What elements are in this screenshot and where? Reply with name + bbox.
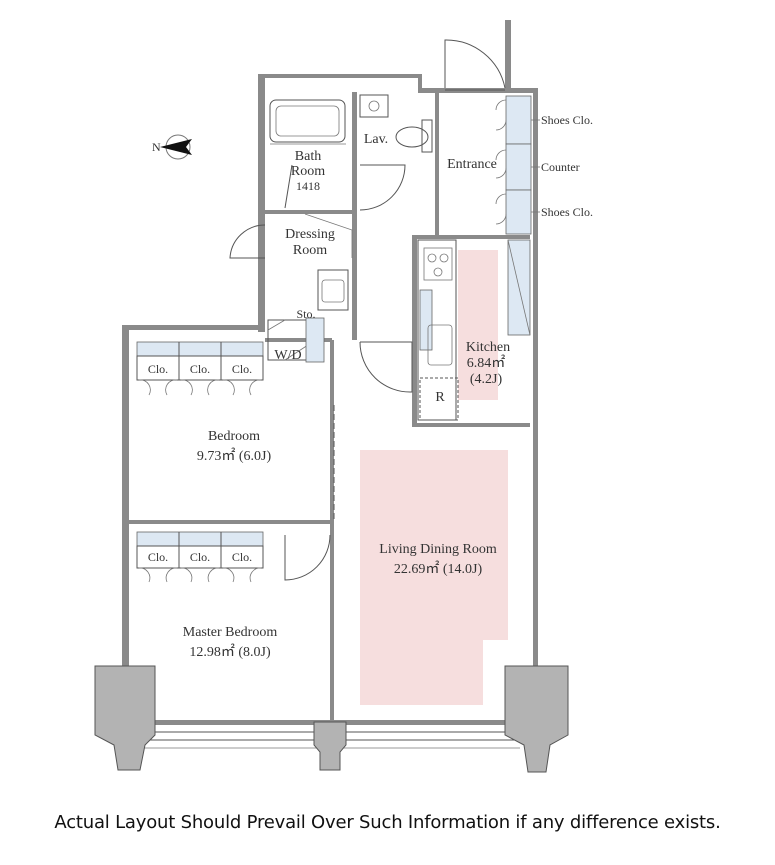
master-closets <box>136 531 264 583</box>
bath-label-1: Bath <box>295 149 321 164</box>
bedroom-area: 9.73㎡ (6.0J) <box>197 448 272 464</box>
kitchen-counter <box>417 239 531 421</box>
ldk-name: Living Dining Room <box>379 542 497 557</box>
kitchen-floor <box>458 250 498 400</box>
north-compass-icon: N <box>152 134 192 160</box>
bedroom-closets <box>136 341 264 396</box>
toilet <box>395 119 433 153</box>
lav-door <box>359 164 406 211</box>
master-door <box>284 534 331 581</box>
master-closet-label: Clo. <box>232 550 252 564</box>
sto-label: Sto. <box>296 307 315 321</box>
wash-basin <box>359 94 389 118</box>
dressing-sink <box>317 269 349 311</box>
master-area: 12.98㎡ (8.0J) <box>189 644 271 660</box>
shoes-closet-bottom-label: Shoes Clo. <box>541 205 593 219</box>
master-closet-label: Clo. <box>190 550 210 564</box>
dressing-label-2: Room <box>293 243 327 258</box>
bedroom-closet-label: Clo. <box>190 362 210 376</box>
bath-door <box>284 164 293 209</box>
disclaimer-text: Actual Layout Should Prevail Over Such I… <box>54 812 721 833</box>
refrigerator-label: R <box>435 390 445 405</box>
entrance-door <box>444 39 506 89</box>
kitchen-tatami: (4.2J) <box>470 372 503 387</box>
bedroom-name: Bedroom <box>208 429 260 444</box>
entrance-label: Entrance <box>447 157 497 172</box>
entrance-storage <box>495 95 540 235</box>
dressing-door <box>229 224 266 259</box>
bath-size: 1418 <box>296 179 320 193</box>
shoes-closet-top-label: Shoes Clo. <box>541 113 593 127</box>
pillars <box>94 665 569 773</box>
ldk-floor-cutout <box>483 640 508 705</box>
kitchen-name: Kitchen <box>466 340 510 355</box>
lav-label: Lav. <box>364 132 388 147</box>
bathtub <box>269 99 346 143</box>
dressing-label-1: Dressing <box>285 227 335 242</box>
kitchen-area: 6.84㎡ <box>467 355 506 371</box>
bedroom-closet-label: Clo. <box>232 362 252 376</box>
master-closet-label: Clo. <box>148 550 168 564</box>
ldk-area: 22.69㎡ (14.0J) <box>394 561 483 577</box>
master-name: Master Bedroom <box>183 625 278 640</box>
wd-label: W/D <box>274 348 301 363</box>
kitchen-door <box>359 341 413 393</box>
bath-label-2: Room <box>291 164 325 179</box>
counter-label: Counter <box>541 160 580 174</box>
compass-label: N <box>152 140 161 154</box>
bedroom-closet-label: Clo. <box>148 362 168 376</box>
